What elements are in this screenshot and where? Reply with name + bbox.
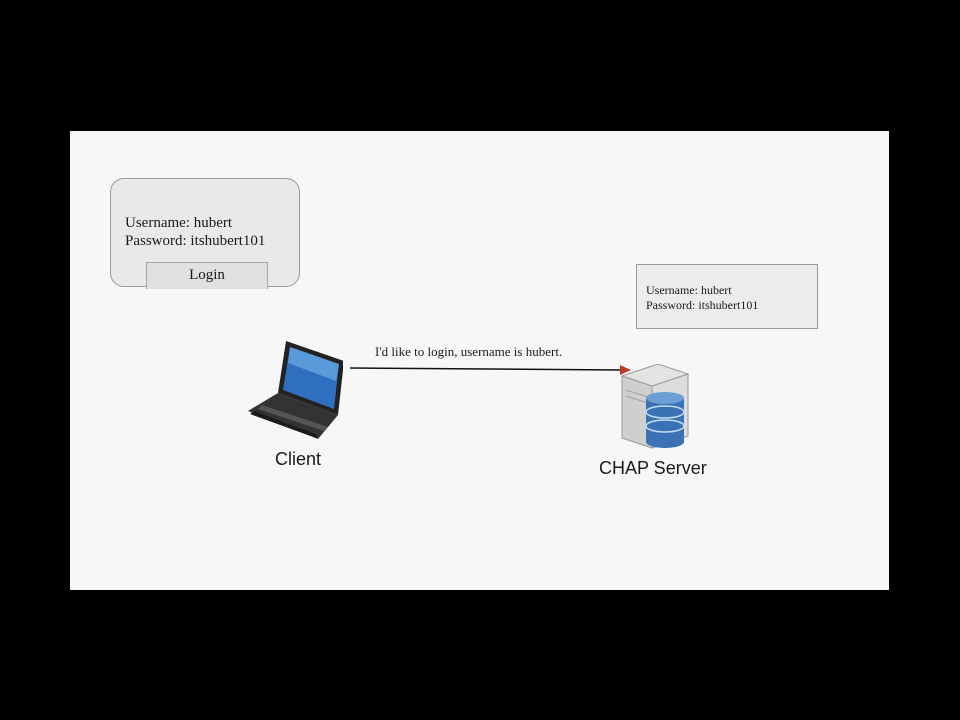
client-login-form: Username: hubert Password: itshubert101 … [110, 178, 300, 289]
client-password-text: Password: itshubert101 [125, 233, 266, 249]
arrowhead [620, 365, 631, 375]
database-server-icon [616, 363, 692, 455]
login-button[interactable]: Login [146, 262, 268, 289]
client-label: Client [275, 449, 322, 469]
message-text: I'd like to login, username is hubert. [375, 344, 563, 359]
server-label: CHAP Server [599, 458, 707, 478]
laptop-icon [248, 341, 344, 446]
server-password-text: Password: itshubert101 [646, 298, 759, 312]
client-username-text: Username: hubert [125, 215, 233, 231]
diagram-slide: Username: hubert Password: itshubert101 … [70, 131, 889, 590]
server-credentials-box: Username: hubert Password: itshubert101 [636, 264, 818, 329]
message-arrow [349, 365, 631, 375]
server-username-text: Username: hubert [646, 283, 732, 297]
arrow-line [349, 367, 622, 371]
